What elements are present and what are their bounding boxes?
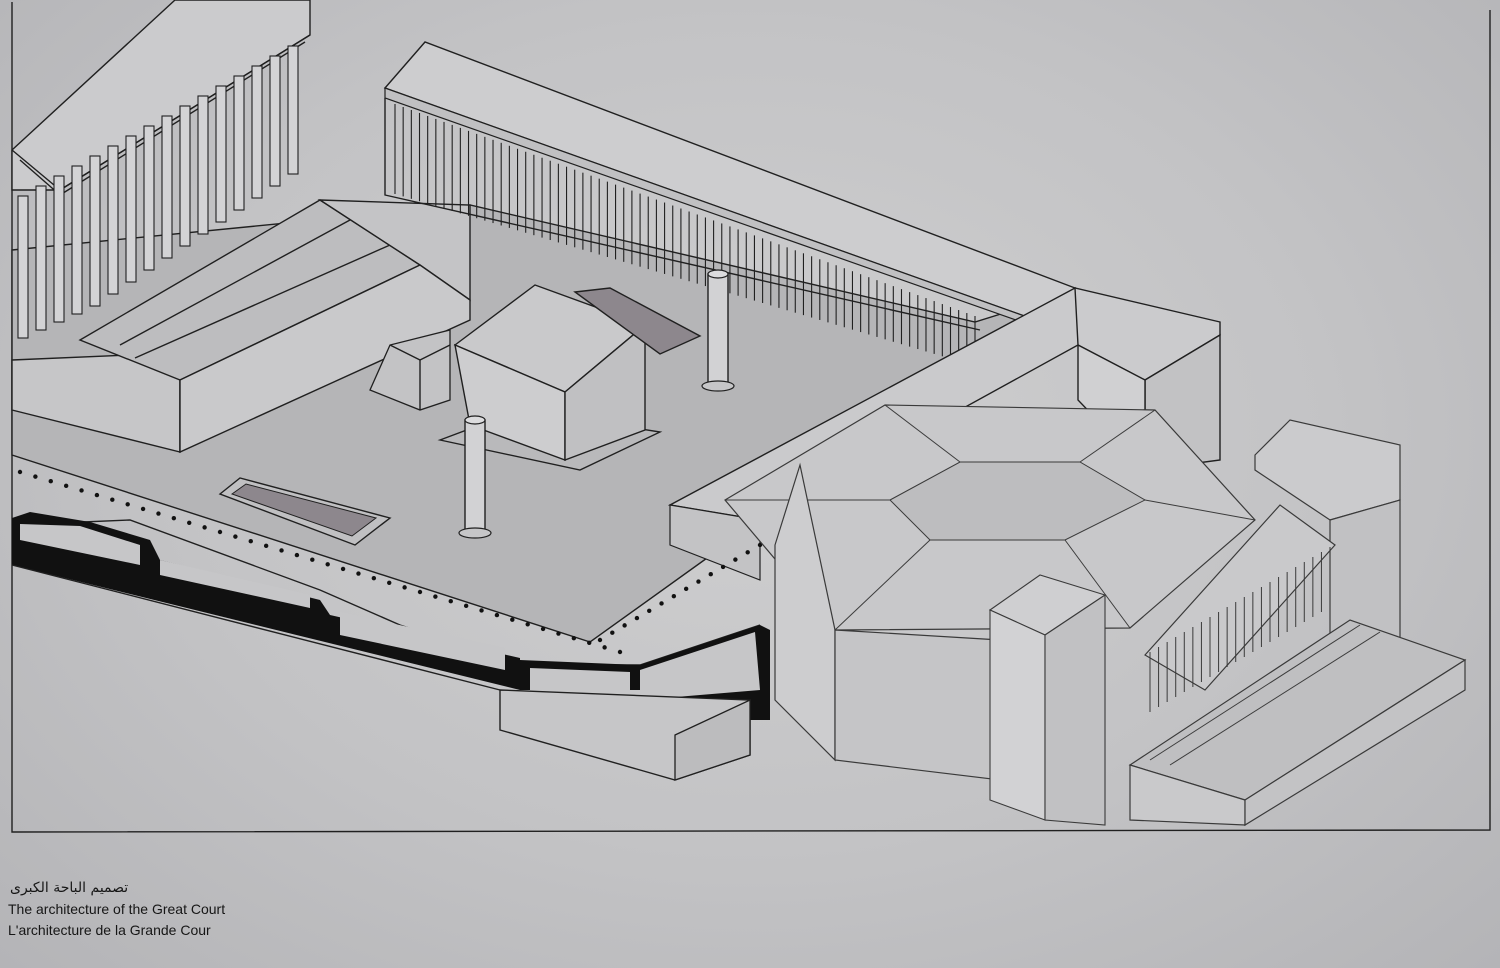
colonnade-dot [202, 525, 207, 530]
temple-column [161, 115, 173, 259]
colonnade-dot [33, 474, 38, 479]
colonnade-dot [402, 585, 407, 590]
south-wall [11, 564, 751, 781]
colonnade-dot [110, 497, 115, 502]
colonnade-dot [610, 630, 615, 635]
temple-column [269, 55, 281, 187]
temple-column [125, 135, 137, 283]
pool-north [573, 287, 702, 355]
temple-column [215, 85, 227, 223]
temple-column [35, 185, 47, 331]
east-columns [1149, 547, 1331, 712]
caption-arabic: تصميم الباحة الكبرى [10, 880, 129, 896]
colonnade-dot [263, 543, 269, 549]
colonnade-dot [622, 623, 627, 628]
temple-column [179, 105, 191, 247]
colonnade-dot [433, 594, 438, 599]
temple-column [89, 155, 101, 307]
colonnade-dot [757, 542, 763, 548]
colonnade-dot [310, 557, 315, 562]
temple-column [251, 65, 263, 199]
colonnade-dot [63, 483, 69, 489]
temple-column [287, 45, 299, 175]
colonnade-dot [647, 608, 652, 613]
temple-column [143, 125, 155, 271]
colonnade-dot [325, 562, 330, 567]
colonnade-dot [248, 539, 253, 544]
colonnade-dot [79, 488, 84, 493]
colonnade-dot [733, 557, 738, 562]
colonnade-dot [171, 515, 177, 521]
colonnade-dot [17, 469, 23, 475]
caption: تصميم الباحة الكبرى The architecture of … [8, 878, 225, 941]
court-column-1 [701, 269, 735, 392]
colonnade-dot [571, 635, 577, 641]
colonnade-dot [540, 626, 546, 632]
portico-plan [11, 469, 770, 720]
colonnade-dots [17, 469, 763, 655]
colonnade-dot [602, 645, 607, 650]
temple-column [71, 165, 83, 315]
colonnade-dot [479, 608, 484, 613]
temple-columns [17, 45, 299, 339]
colonnade-dot [587, 640, 592, 645]
colonnade-dot [417, 589, 423, 595]
temple-column [233, 75, 245, 211]
colonnade-dot [634, 615, 640, 621]
colonnade-dot [597, 637, 603, 643]
temple-column [17, 195, 29, 339]
central-altar [369, 284, 663, 471]
temple-column [107, 145, 119, 295]
colonnade-dot [125, 502, 130, 507]
altar-stair-block [78, 199, 471, 454]
caption-french: L'architecture de la Grande Cour [8, 922, 211, 938]
colonnade-dot [371, 575, 377, 581]
colonnade-dot [448, 599, 453, 604]
east-propylaea [1128, 419, 1467, 827]
hexagonal-court [724, 404, 1256, 826]
colonnade-dot [156, 511, 161, 516]
temple-portico [11, 0, 311, 339]
colonnade-dot [340, 566, 346, 572]
colonnade-dot [48, 479, 53, 484]
colonnade-dot [233, 534, 238, 539]
colonnade-dot [187, 520, 192, 525]
colonnade-dot [556, 631, 561, 636]
colonnade-dot [294, 552, 300, 558]
colonnade-dot [683, 586, 689, 592]
colonnade-dot [525, 622, 530, 627]
colonnade-dot [510, 617, 515, 622]
east-wall [667, 286, 1079, 581]
colonnade-dot [94, 492, 100, 498]
colonnade-dot [659, 601, 664, 606]
colonnade-dot [494, 612, 500, 618]
colonnade-dot [279, 548, 284, 553]
colonnade-dot [745, 550, 750, 555]
caption-english: The architecture of the Great Court [8, 901, 226, 917]
colonnade-dot [140, 506, 146, 512]
colonnade-dot [720, 564, 726, 570]
colonnade-dot [356, 571, 361, 576]
colonnade-dot [617, 649, 623, 655]
court-column-2 [458, 415, 492, 539]
colonnade-dot [708, 572, 713, 577]
colonnade-dot [387, 580, 392, 585]
temple-column [197, 95, 209, 235]
pool-south-water [230, 483, 378, 537]
colonnade-dot [463, 603, 469, 609]
temple-column [53, 175, 65, 323]
colonnade-dot [671, 593, 677, 599]
colonnade-dot [696, 579, 701, 584]
colonnade-dot [217, 529, 223, 535]
